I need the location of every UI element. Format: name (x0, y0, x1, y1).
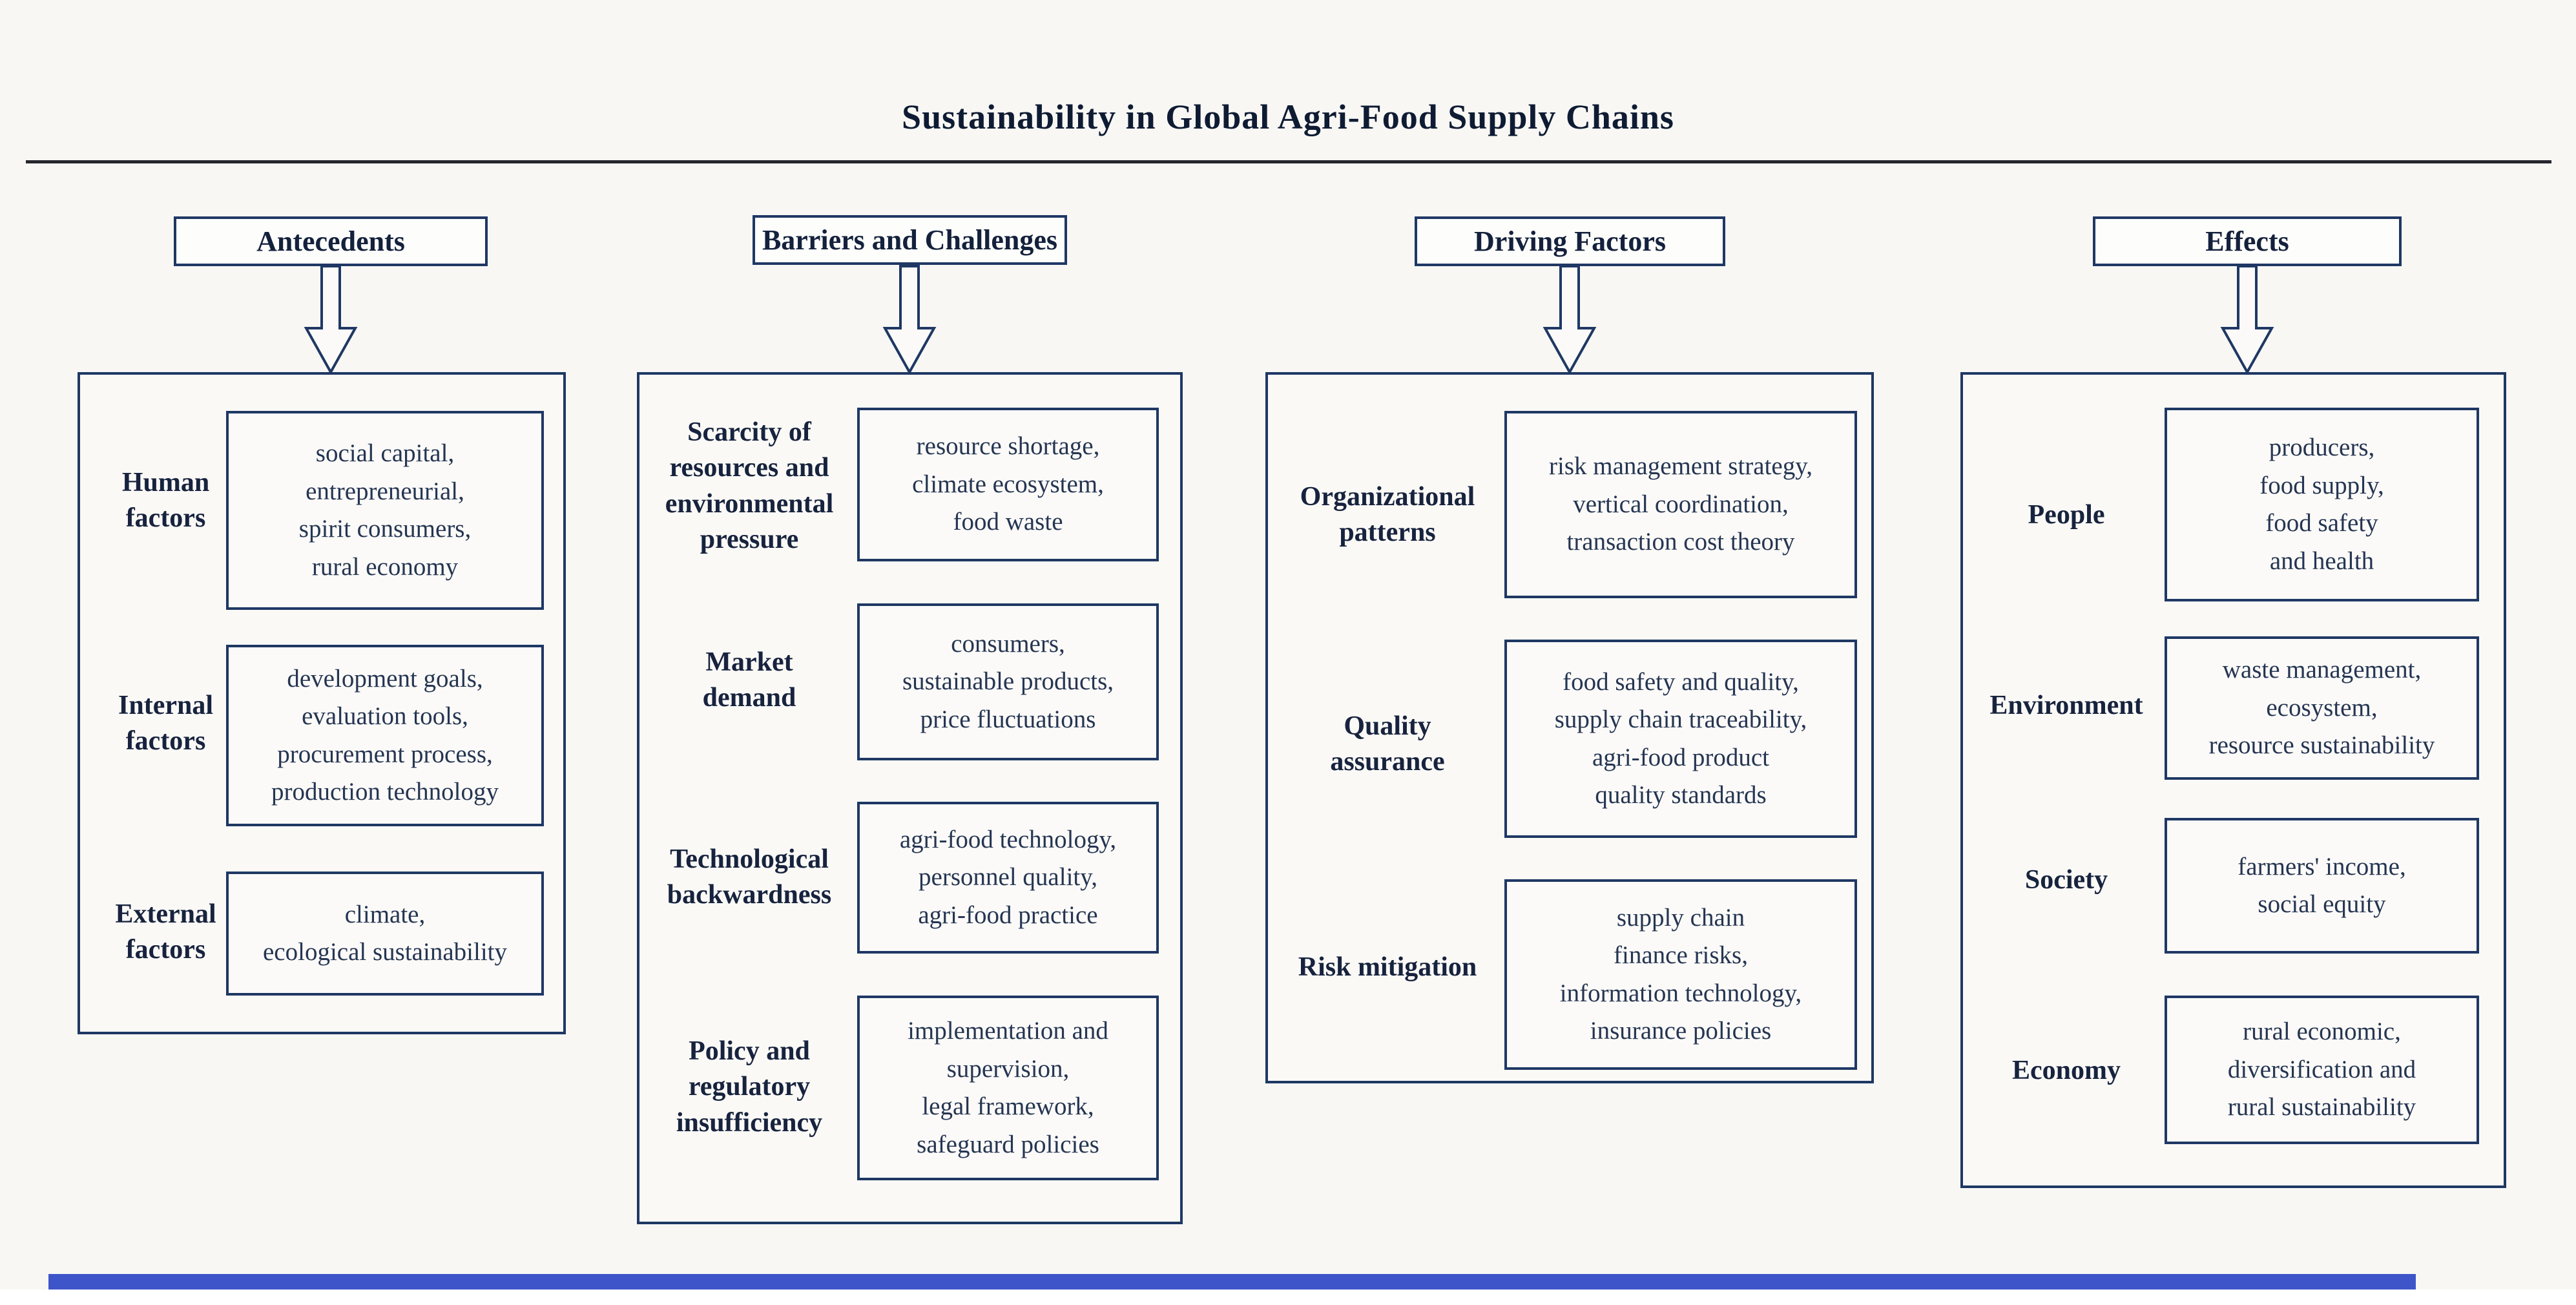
box-internal-factors-items: development goals, evaluation tools, pro… (226, 645, 544, 826)
box-people-items: producers, food supply, food safety and … (2165, 408, 2479, 601)
antecedents-panel: Human factors social capital, entreprene… (78, 372, 566, 1034)
down-arrow-icon (882, 265, 937, 375)
box-market-demand-items: consumers, sustainable products, price f… (857, 603, 1159, 760)
label-risk-mitigation: Risk mitigation (1298, 952, 1477, 982)
box-economy-items: rural economic, diversification and rura… (2165, 996, 2479, 1144)
box-policy-items: implementation and supervision, legal fr… (857, 996, 1159, 1180)
label-human-factors: Human factors (121, 468, 210, 534)
box-risk-mitigation-items: supply chain finance risks, information … (1504, 879, 1857, 1070)
down-arrow-icon (2220, 265, 2274, 375)
label-economy: Economy (2012, 1056, 2121, 1085)
box-human-factors-items: social capital, entrepreneurial, spirit … (226, 411, 544, 610)
label-people: People (2028, 500, 2105, 530)
box-external-factors-items: climate, ecological sustainability (226, 872, 544, 996)
header-effects: Effects (2093, 216, 2402, 266)
box-quality-assurance-items: food safety and quality, supply chain tr… (1504, 640, 1857, 838)
label-quality-assurance: Quality assurance (1330, 711, 1445, 777)
box-scarcity-items: resource shortage, climate ecosystem, fo… (857, 408, 1159, 561)
label-internal-factors: Internal factors (118, 691, 213, 757)
header-barriers-and-challenges: Barriers and Challenges (753, 215, 1067, 265)
label-scarcity-of-resources: Scarcity of resources and environmental … (665, 417, 834, 555)
box-society-items: farmers' income, social equity (2165, 818, 2479, 954)
label-organizational-patterns: Organizational patterns (1300, 482, 1475, 548)
box-organizational-items: risk management strategy, vertical coord… (1504, 411, 1857, 598)
down-arrow-icon (1542, 265, 1597, 375)
label-policy-regulatory-insufficiency: Policy and regulatory insufficiency (676, 1036, 823, 1138)
label-environment: Environment (1989, 691, 2143, 720)
barriers-panel: Scarcity of resources and environmental … (637, 372, 1183, 1224)
driving-factors-panel: Organizational patterns risk management … (1265, 372, 1874, 1083)
label-external-factors: External factors (115, 899, 216, 965)
label-technological-backwardness: Technological backwardness (667, 844, 832, 910)
label-society: Society (2024, 865, 2108, 895)
page-title: Sustainability in Global Agri-Food Suppl… (902, 98, 1674, 136)
effects-panel: People producers, food supply, food safe… (1960, 372, 2506, 1188)
bottom-margin (0, 1289, 2576, 1305)
label-market-demand: Market demand (702, 647, 796, 713)
bottom-accent-bar (48, 1274, 2416, 1289)
box-environment-items: waste management, ecosystem, resource su… (2165, 636, 2479, 780)
title-divider-line (26, 160, 2551, 163)
box-technological-items: agri-food technology, personnel quality,… (857, 802, 1159, 954)
header-driving-factors: Driving Factors (1415, 216, 1725, 266)
down-arrow-icon (304, 265, 358, 375)
header-antecedents: Antecedents (174, 216, 488, 266)
